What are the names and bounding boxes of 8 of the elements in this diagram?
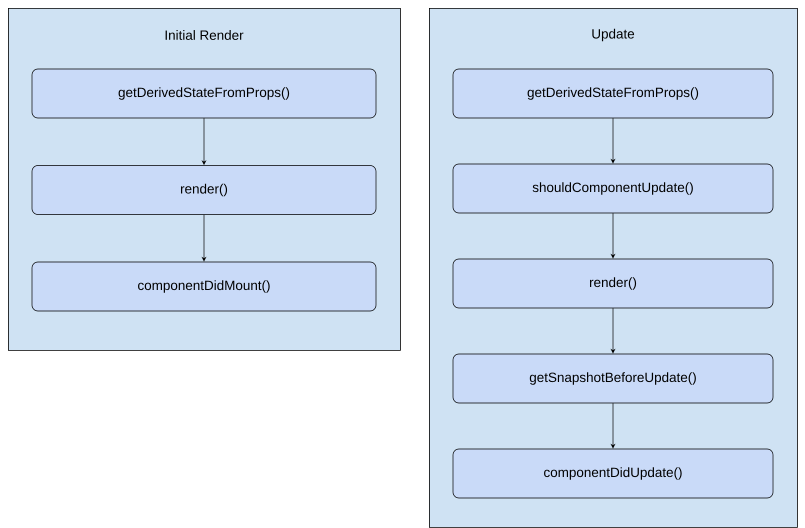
method-box: componentDidMount() (32, 262, 376, 312)
method-box: getDerivedStateFromProps() (32, 68, 376, 118)
method-box: getSnapshotBeforeUpdate() (452, 354, 774, 404)
method-box: shouldComponentUpdate() (452, 164, 774, 214)
method-box: render() (452, 258, 774, 308)
method-box: componentDidUpdate() (452, 448, 774, 498)
method-box: render() (32, 165, 376, 215)
method-box: getDerivedStateFromProps() (452, 68, 774, 118)
